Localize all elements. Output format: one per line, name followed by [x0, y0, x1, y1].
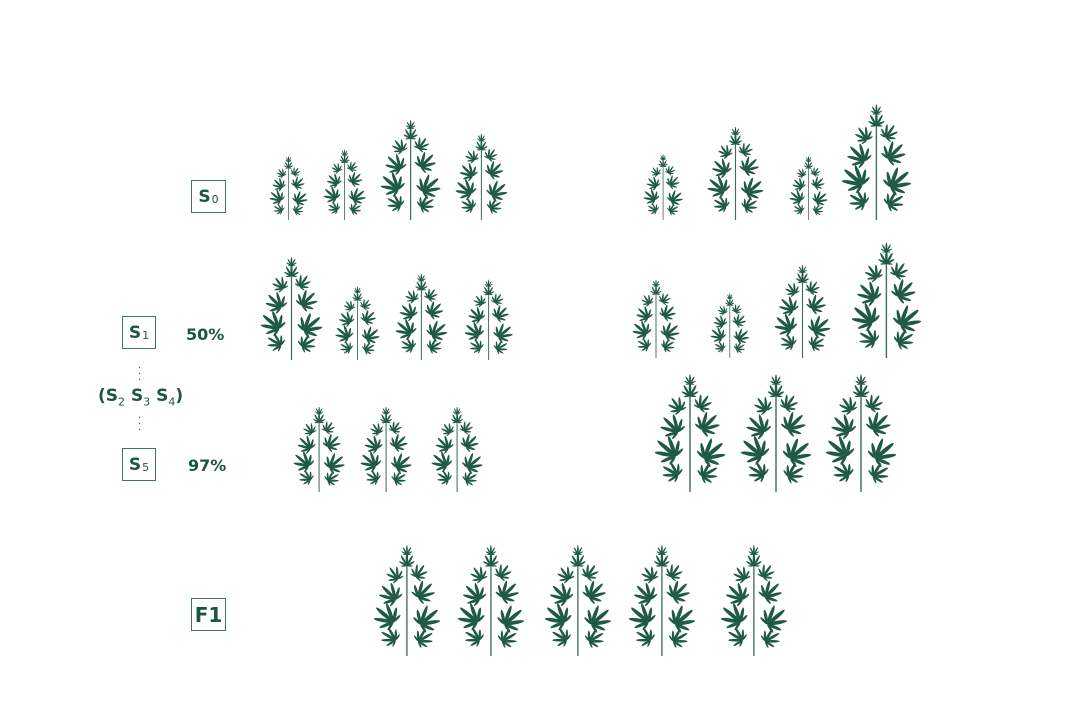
cannabis-plant-icon	[654, 372, 726, 492]
dotted-connector-top: ···	[138, 363, 142, 386]
cannabis-plant-icon	[260, 255, 323, 360]
cannabis-plant-icon	[851, 240, 922, 358]
cannabis-plant-icon	[431, 405, 483, 492]
generation-letter: S	[128, 322, 142, 343]
s1-percent: 50%	[186, 325, 225, 344]
cannabis-plant-icon	[457, 543, 525, 656]
paren-close: )	[175, 386, 184, 406]
cannabis-plant-icon	[293, 405, 345, 492]
cannabis-plant-icon	[323, 148, 366, 220]
generation-subscript: 3	[143, 395, 151, 409]
cannabis-plant-icon	[360, 405, 412, 492]
generation-subscript: 4	[168, 395, 176, 409]
generation-letter: S	[130, 386, 144, 406]
generation-subscript: 0	[211, 193, 219, 206]
generation-subscript: 2	[118, 395, 126, 409]
cannabis-plant-icon	[841, 102, 912, 220]
cannabis-plant-icon	[632, 278, 680, 358]
generation-letter: S	[156, 386, 169, 406]
cannabis-plant-icon	[395, 272, 448, 360]
dotted-connector-bottom: ···	[138, 413, 142, 436]
cannabis-plant-icon	[464, 278, 513, 360]
intermediate-generations: (S2 S3 S4)	[98, 386, 183, 408]
cannabis-plant-icon	[544, 543, 612, 656]
cannabis-plant-icon	[720, 543, 788, 656]
cannabis-plant-icon	[707, 125, 764, 220]
cannabis-plant-icon	[380, 118, 441, 220]
generation-subscript: 5	[142, 461, 150, 474]
cannabis-plant-icon	[740, 372, 812, 492]
cannabis-plant-icon	[774, 263, 831, 358]
cannabis-plant-icon	[789, 155, 828, 220]
paren-open: (	[98, 386, 106, 406]
cannabis-plant-icon	[335, 285, 380, 360]
cannabis-plant-icon	[628, 543, 696, 656]
generation-letter: S	[128, 454, 142, 475]
generation-f1-box: F1	[191, 598, 226, 631]
cannabis-plant-icon	[269, 155, 308, 220]
cannabis-plant-icon	[643, 153, 683, 220]
cannabis-plant-icon	[455, 132, 508, 220]
generation-label: F1	[194, 602, 223, 627]
generation-letter: S	[105, 386, 119, 406]
generation-letter: S	[198, 186, 211, 207]
generation-subscript: 1	[142, 329, 150, 342]
s5-percent: 97%	[188, 456, 227, 475]
cannabis-plant-icon	[373, 543, 441, 656]
cannabis-plant-icon	[710, 292, 750, 358]
cannabis-plant-icon	[825, 372, 897, 492]
